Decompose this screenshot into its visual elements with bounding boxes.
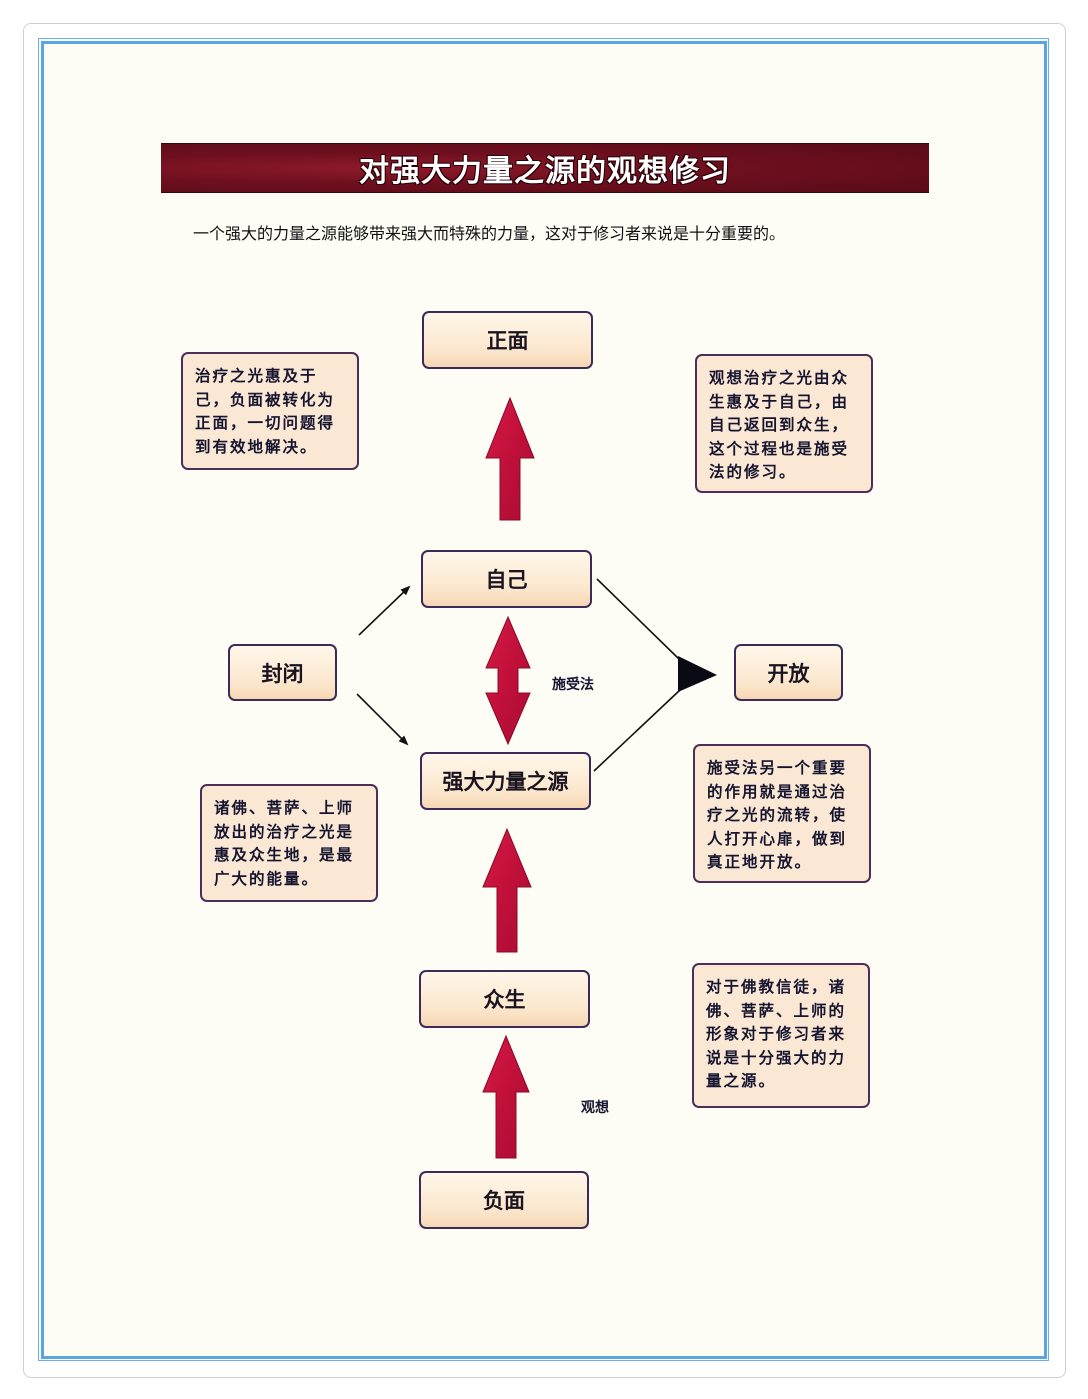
node-self: 自己 bbox=[421, 550, 592, 608]
node-open: 开放 bbox=[734, 644, 843, 701]
arrow-beings-to-power bbox=[482, 827, 532, 953]
node-closed: 封闭 bbox=[228, 644, 337, 701]
note-bottom-left: 诸佛、菩萨、上师放出的治疗之光是惠及众生地，是最广大的能量。 bbox=[200, 784, 378, 902]
line-self-to-open bbox=[596, 578, 681, 661]
note-top-left: 治疗之光惠及于己，负面被转化为正面，一切问题得到有效地解决。 bbox=[181, 352, 359, 470]
arrowhead-to-open bbox=[678, 656, 717, 692]
note-mid-right: 施受法另一个重要的作用就是通过治疗之光的流转，使人打开心扉，做到真正地开放。 bbox=[693, 744, 871, 883]
arrow-self-power-exchange bbox=[485, 615, 531, 746]
label-visualize: 观想 bbox=[581, 1100, 609, 1116]
content-area bbox=[41, 41, 1047, 1359]
page-title: 对强大力量之源的观想修习 bbox=[359, 154, 731, 189]
title-banner: 对强大力量之源的观想修习 bbox=[161, 143, 929, 193]
blue-border-outer bbox=[38, 38, 1049, 1361]
arrow-closed-to-power bbox=[356, 693, 409, 746]
arrow-self-to-positive bbox=[485, 396, 535, 521]
node-power-source: 强大力量之源 bbox=[420, 752, 591, 810]
arrow-negative-to-beings bbox=[482, 1034, 530, 1159]
note-bottom-right: 对于佛教信徒，诸佛、菩萨、上师的形象对于修习者来说是十分强大的力量之源。 bbox=[692, 963, 870, 1108]
node-negative: 负面 bbox=[419, 1171, 589, 1229]
line-power-to-open bbox=[593, 689, 681, 772]
label-exchange: 施受法 bbox=[552, 677, 594, 693]
node-positive: 正面 bbox=[422, 311, 593, 369]
arrow-closed-to-self bbox=[358, 585, 411, 636]
note-top-right: 观想治疗之光由众生惠及于自己，由自己返回到众生，这个过程也是施受法的修习。 bbox=[695, 354, 873, 493]
node-beings: 众生 bbox=[419, 970, 590, 1028]
subtitle: 一个强大的力量之源能够带来强大而特殊的力量，这对于修习者来说是十分重要的。 bbox=[193, 224, 786, 243]
